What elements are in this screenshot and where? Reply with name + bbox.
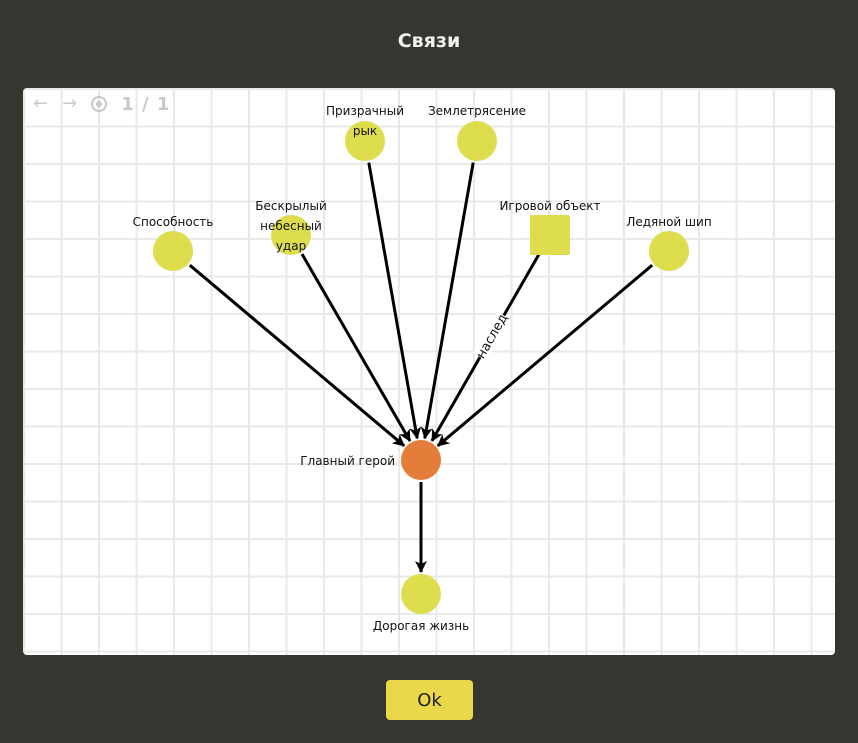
node-dear_life[interactable] (401, 574, 441, 614)
node-wingless[interactable] (271, 215, 311, 255)
node-ice_spike[interactable] (649, 231, 689, 271)
ok-button[interactable]: Ok (386, 680, 473, 720)
graph-canvas[interactable]: наслед Способность Бескрылый небесный удар Пр… (23, 88, 835, 655)
node-ability[interactable] (153, 231, 193, 271)
edge-earthquake-to-main_hero[interactable] (420, 162, 475, 440)
node-label-ability: Способность (133, 215, 214, 229)
labels: Способность Бескрылый небесный удар Призрачн… (133, 104, 712, 633)
target-icon[interactable] (91, 96, 108, 112)
forward-arrow-icon[interactable]: → (62, 93, 78, 114)
node-label-wingless: небесный (260, 219, 322, 233)
node-label-wingless: удар (276, 239, 306, 253)
dialog-title: Связи (397, 30, 461, 52)
graph-navigation: ← → 1 / 1 (33, 93, 171, 115)
node-label-ice_spike: Ледяной шип (626, 215, 711, 229)
edge-ice_spike-to-main_hero[interactable] (436, 264, 654, 447)
node-main_hero[interactable] (401, 440, 441, 480)
nodes (153, 121, 689, 614)
node-label-main_hero: Главный герой (300, 454, 395, 468)
edge-ability-to-main_hero[interactable] (188, 264, 406, 447)
node-label-game_object: Игровой объект (499, 199, 600, 213)
node-label-earthquake: Землетрясение (428, 104, 526, 118)
page-indicator: 1 / 1 (121, 93, 171, 115)
node-label-ghost_roar: Призрачный (326, 104, 404, 118)
edge-ghost_roar-to-main_hero[interactable] (367, 162, 422, 440)
node-label-wingless: Бескрылый (255, 199, 327, 213)
node-ghost_roar[interactable] (345, 121, 385, 161)
edge-label-background (473, 311, 511, 362)
node-label-ghost_roar: рык (353, 124, 377, 138)
edge-label-inherit: наслед (474, 312, 511, 362)
relations-graph[interactable]: наслед Способность Бескрылый небесный удар Пр… (23, 88, 835, 655)
back-arrow-icon[interactable]: ← (33, 93, 49, 114)
node-earthquake[interactable] (457, 121, 497, 161)
node-label-dear_life: Дорогая жизнь (373, 619, 469, 633)
node-game_object[interactable] (530, 215, 570, 255)
edge-wingless-to-main_hero[interactable] (300, 253, 412, 442)
